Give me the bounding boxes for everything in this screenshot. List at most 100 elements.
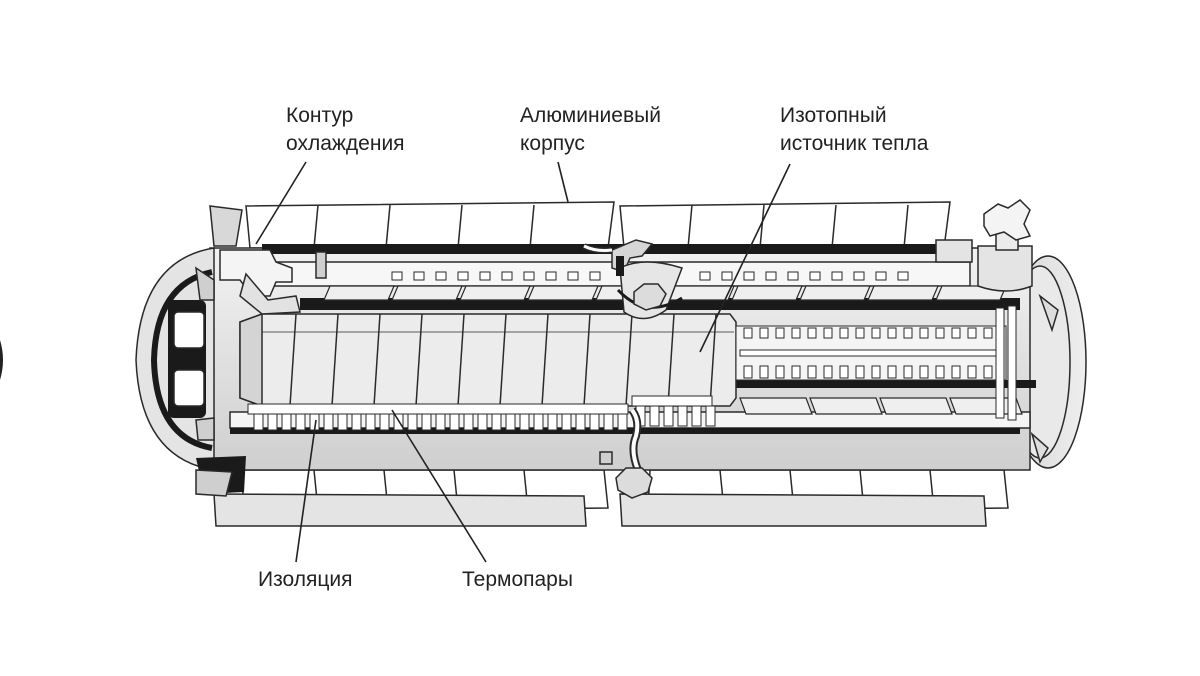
thermocouple-segment [603, 413, 614, 431]
cage-segment-bottom [983, 365, 993, 379]
right-top-valve [935, 199, 1033, 292]
heat-source-divider [625, 313, 633, 407]
label-insulation: Изоляция [258, 568, 353, 591]
thermocouple-segment [351, 413, 362, 431]
inner-plate-lower [809, 397, 883, 415]
cage-segment-top [951, 327, 961, 339]
upper-segment [721, 271, 733, 281]
leader-thermocouples [391, 409, 487, 563]
upper-segment [589, 271, 601, 281]
upper-segment [545, 271, 557, 281]
thermocouple-segment [505, 413, 516, 431]
cage-segment-bottom [775, 365, 785, 379]
fin-top-divider [313, 204, 319, 249]
cage-segment-top [983, 327, 993, 339]
cage-segment-top [855, 327, 865, 339]
leader-cooling [255, 161, 307, 245]
thermocouple-segment [617, 413, 628, 431]
fin-top-divider [831, 204, 837, 249]
inner-plate-upper [391, 285, 463, 301]
thermocouple-segment-right [691, 405, 702, 427]
upper-segment [809, 271, 821, 281]
inner-plate-lower [879, 397, 953, 415]
cage-segment-top [791, 327, 801, 339]
thermocouple-segment [267, 413, 278, 431]
isotope-heat-source [239, 312, 737, 408]
thermocouple-segment [533, 413, 544, 431]
cage-segment-bottom [807, 365, 817, 379]
cage-segment-bottom [967, 365, 977, 379]
cage-segment-top [919, 327, 929, 339]
thermocouple-segment-right [649, 405, 660, 427]
fin-top-plate [245, 201, 615, 249]
heat-source-divider [331, 313, 339, 407]
upper-segment [413, 271, 425, 281]
heat-source-divider [373, 313, 381, 407]
cage-segment-bottom [743, 365, 753, 379]
cage-segment-top [775, 327, 785, 339]
upper-segment [897, 271, 909, 281]
upper-segment [435, 271, 447, 281]
thermocouple-segment [589, 413, 600, 431]
cage-segment-top [759, 327, 769, 339]
heat-source-divider [709, 313, 717, 407]
cage-segment-bottom [871, 365, 881, 379]
heat-source-divider [541, 313, 549, 407]
upper-segment [787, 271, 799, 281]
cage-segment-bottom [887, 365, 897, 379]
left-end-cap [135, 205, 246, 497]
leader-housing [557, 161, 569, 203]
label-thermocouples: Термопары [462, 568, 573, 591]
cage-segment-top [935, 327, 945, 339]
cage-segment-top [823, 327, 833, 339]
upper-segment [743, 271, 755, 281]
fin-top-divider [457, 204, 463, 249]
heat-source-divider [667, 313, 675, 407]
fin-top-divider [687, 204, 693, 249]
right-inner-cage [735, 305, 1017, 421]
cage-segment-bottom [903, 365, 913, 379]
upper-segment [567, 271, 579, 281]
heat-source-segments [262, 313, 734, 407]
thermocouple-segment [407, 413, 418, 431]
thermoelement-row-upper [391, 271, 909, 281]
left-edge-sliver [0, 340, 3, 380]
thermocouple-segment [561, 413, 572, 431]
fin-top-plate [619, 201, 951, 249]
thermocouple-segment-right [677, 405, 688, 427]
center-bolt-assembly [582, 239, 683, 320]
upper-segment [457, 271, 469, 281]
thermocouple-segment [547, 413, 558, 431]
thermocouple-segment [491, 413, 502, 431]
thermocouple-segment [295, 413, 306, 431]
inner-plate-upper [459, 285, 531, 301]
thermocouple-segment [337, 413, 348, 431]
thermocouple-segment [449, 413, 460, 431]
thermocouple-segment [435, 413, 446, 431]
heat-source-divider [289, 313, 297, 407]
fins-top [245, 201, 951, 249]
cage-segment-top [807, 327, 817, 339]
upper-segment [699, 271, 711, 281]
inner-plate-upper [867, 285, 939, 301]
thermocouple-segment [575, 413, 586, 431]
inner-plate-upper [527, 285, 599, 301]
fin-top-divider [385, 204, 391, 249]
thermocouple-segment [519, 413, 530, 431]
leader-insulation [295, 419, 317, 563]
upper-segment [523, 271, 535, 281]
upper-segment [501, 271, 513, 281]
leader-lines [255, 161, 791, 563]
cage-segment-bottom [855, 365, 865, 379]
heat-source-divider [457, 313, 465, 407]
fin-top-divider [529, 204, 535, 249]
thermocouple-segment [253, 413, 264, 431]
leader-source [699, 163, 791, 353]
upper-segment [479, 271, 491, 281]
cage-segment-bottom [791, 365, 801, 379]
cage-segment-bottom [919, 365, 929, 379]
cage-segment-bottom [839, 365, 849, 379]
cage-segment-bottom [935, 365, 945, 379]
cage-mid-bar [739, 349, 1001, 357]
